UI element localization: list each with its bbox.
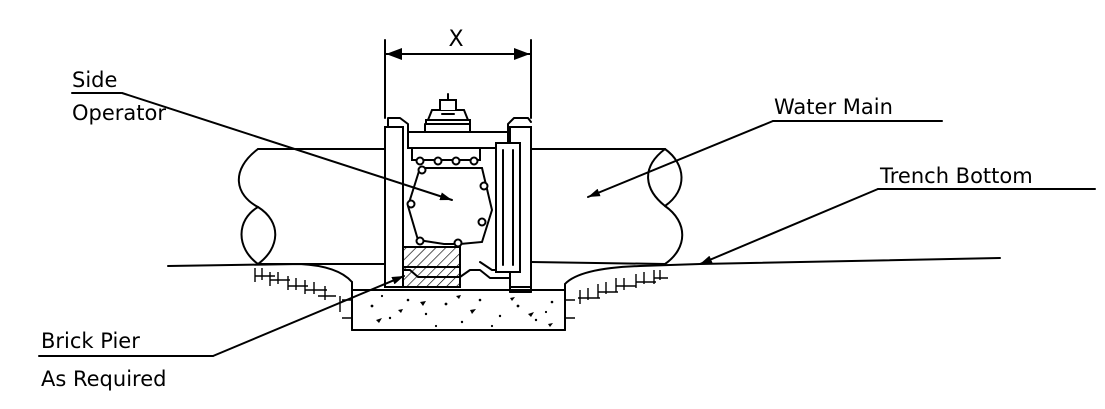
trench-ground: [167, 257, 1001, 331]
water-main-pipe: [237, 148, 684, 265]
brick-pier-label-line1: Brick Pier: [41, 329, 140, 353]
label-brick-pier: Brick Pier As Required: [38, 275, 405, 391]
dimension-label: X: [448, 27, 463, 52]
label-water-main: Water Main: [587, 95, 943, 198]
concrete-base: [351, 281, 566, 331]
side-operator-label-line2: Operator: [72, 101, 166, 125]
brick-pier-label-line2: As Required: [41, 367, 166, 391]
side-operator-label-line1: Side: [72, 68, 117, 92]
dimension-x: X: [384, 27, 532, 119]
label-trench-bottom: Trench Bottom: [699, 164, 1096, 265]
trench-bottom-label: Trench Bottom: [879, 164, 1033, 188]
label-side-operator: Side Operator: [71, 68, 453, 201]
brick-pier: [402, 246, 461, 288]
gate-valve: [384, 93, 532, 293]
water-main-label: Water Main: [774, 95, 893, 119]
